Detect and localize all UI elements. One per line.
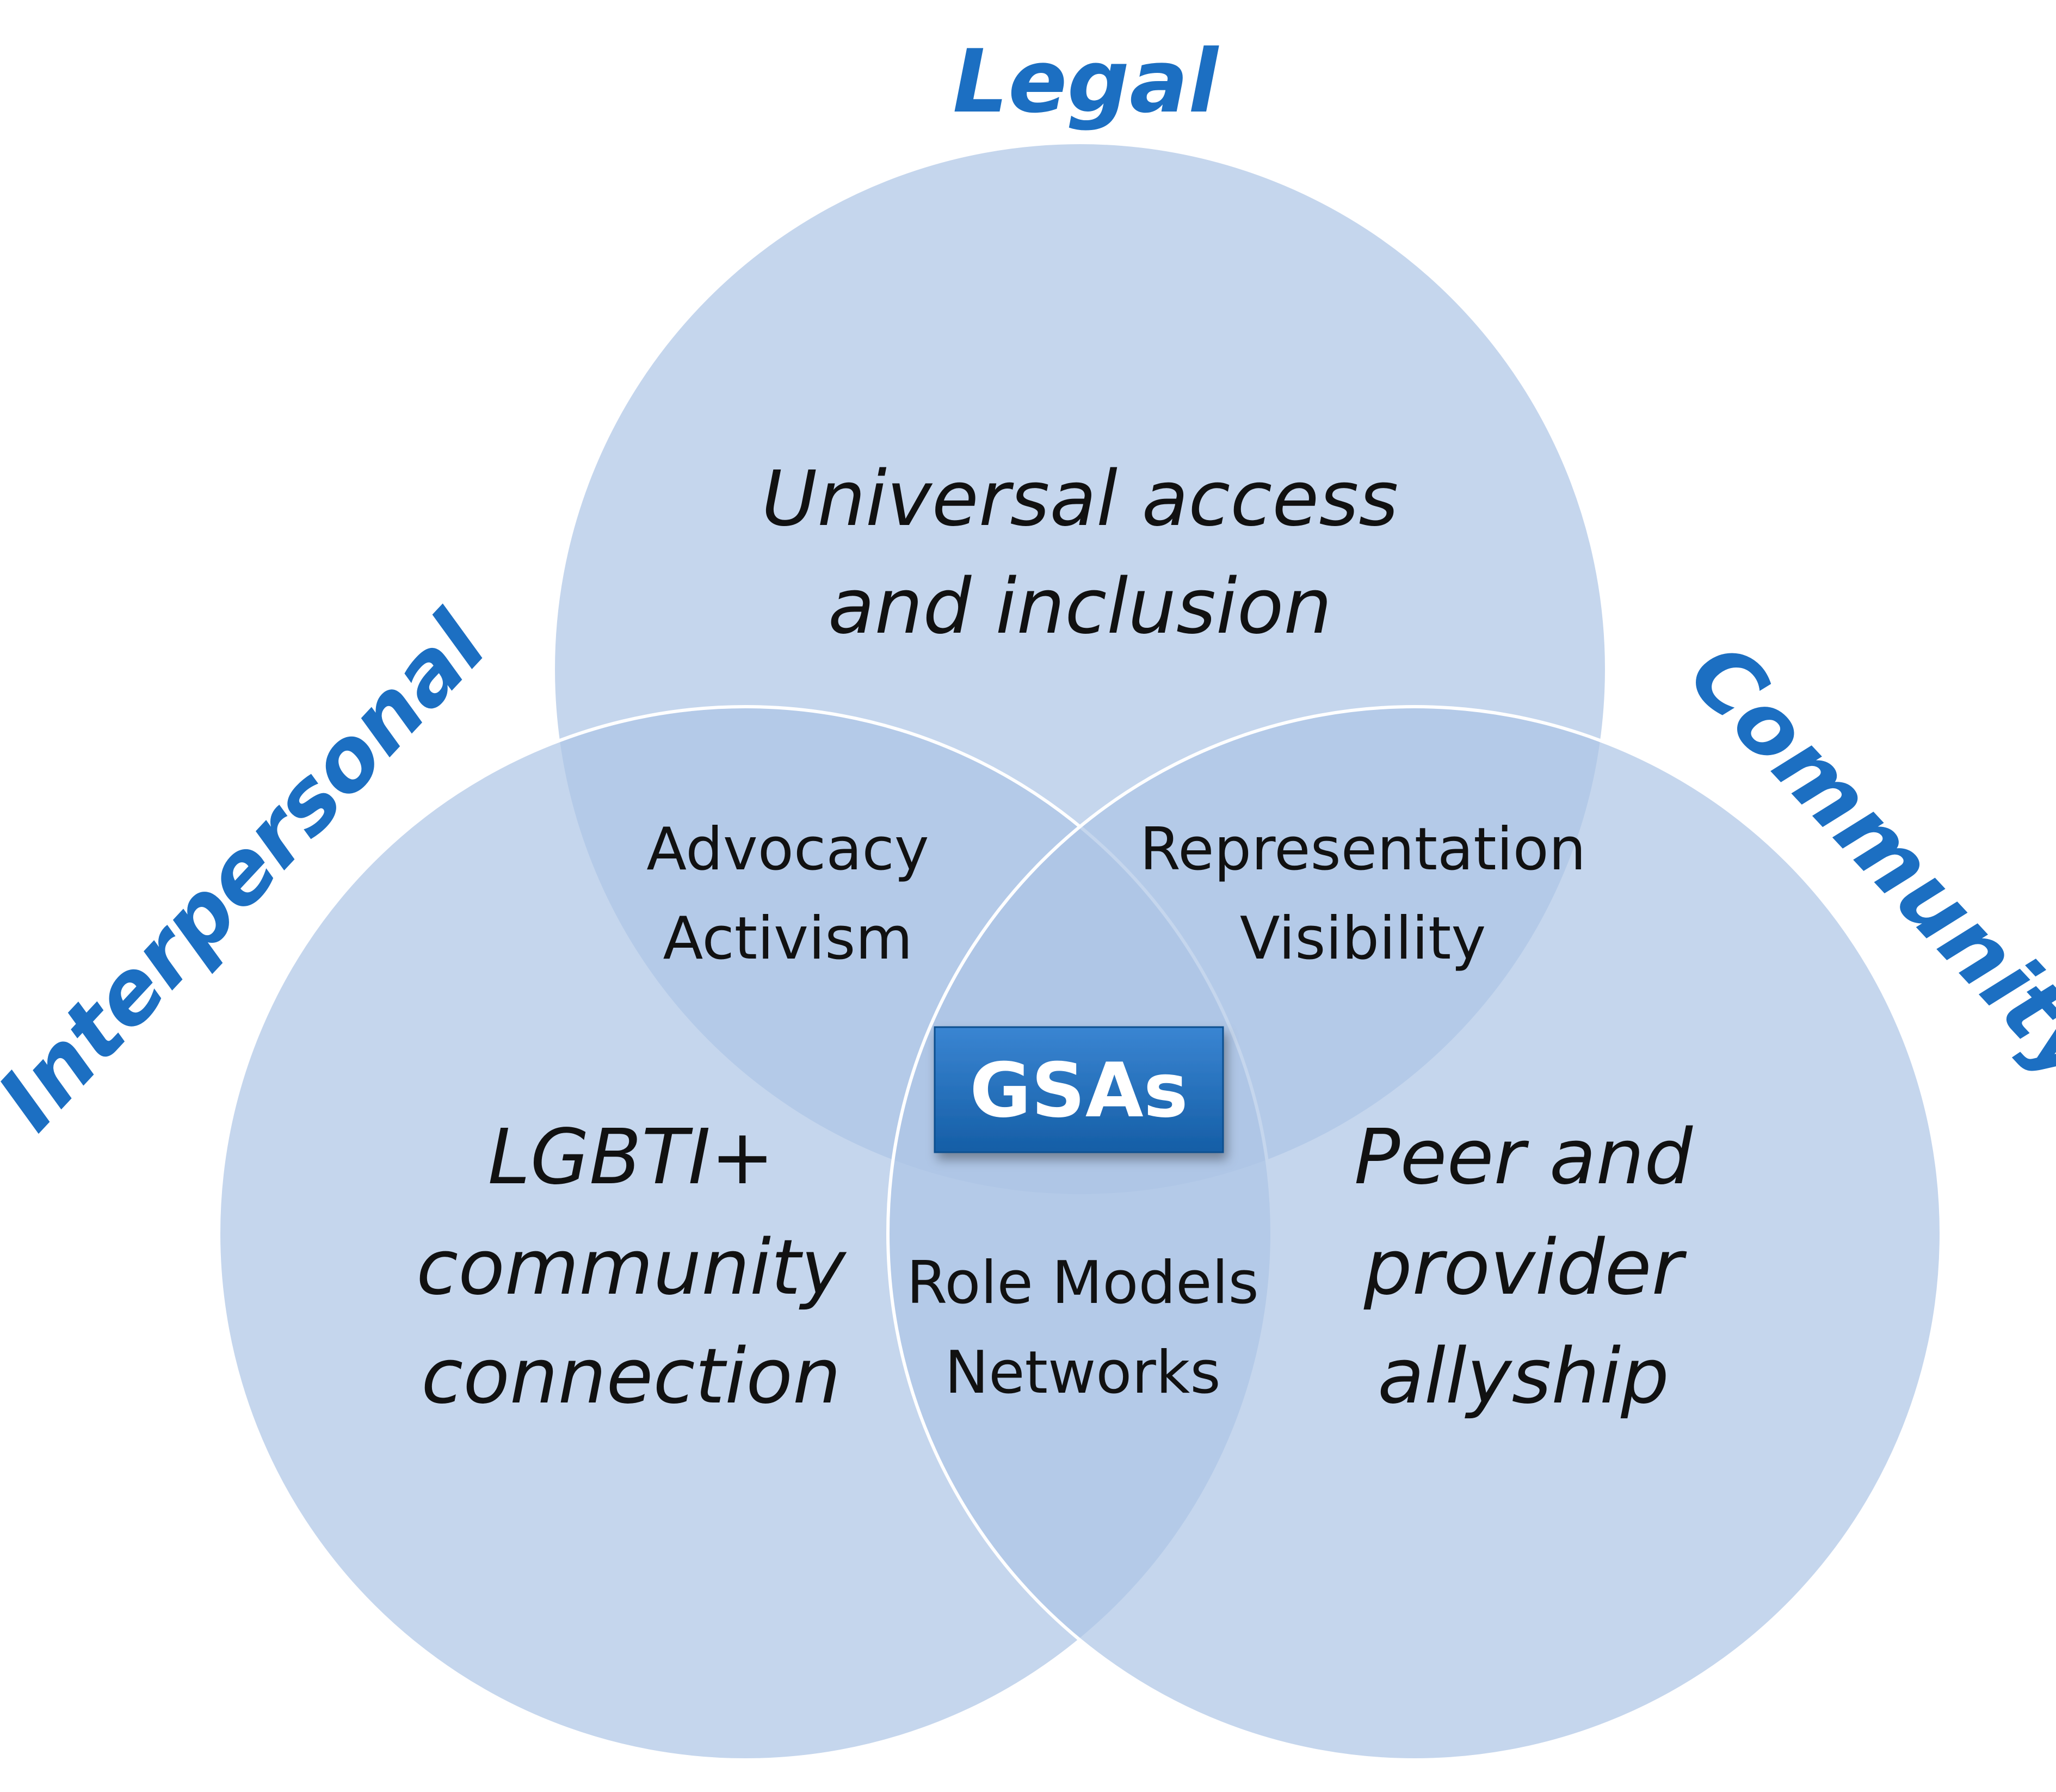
overlap-interpersonal-community-line-1: Role Models: [906, 1249, 1259, 1317]
center-badge: GSAs: [934, 1026, 1224, 1153]
legal-title: Legal: [953, 30, 1219, 132]
center-badge-box: [934, 1026, 1224, 1153]
interpersonal-content-line-1: LGBTI+: [488, 1113, 775, 1202]
interpersonal-content-line-2: community: [416, 1223, 847, 1312]
legal-content-line-1: Universal access: [762, 455, 1399, 543]
overlap-legal-community-line-2: Visibility: [1240, 905, 1486, 973]
overlap-legal-interpersonal-line-1: Advocacy: [646, 815, 929, 883]
community-content-line-3: allyship: [1378, 1332, 1669, 1421]
circle-community: [886, 705, 1943, 1762]
overlap-legal-community-line-1: Representation: [1140, 815, 1586, 883]
overlap-legal-interpersonal-line-2: Activism: [663, 905, 912, 973]
interpersonal-content-line-3: connection: [421, 1332, 841, 1421]
center-label: GSAs: [970, 1047, 1188, 1134]
overlap-interpersonal-community-line-2: Networks: [944, 1339, 1220, 1407]
community-content-line-2: provider: [1363, 1223, 1687, 1312]
legal-content-line-2: and inclusion: [828, 563, 1332, 651]
community-content-line-1: Peer and: [1354, 1113, 1693, 1202]
